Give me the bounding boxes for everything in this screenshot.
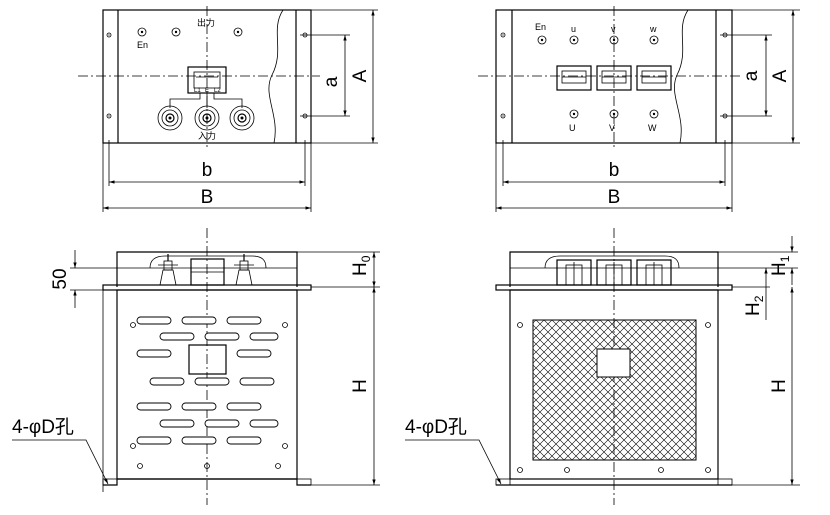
w-big-label: W bbox=[648, 123, 657, 133]
en-label: En bbox=[137, 40, 148, 50]
dim-H-label: H bbox=[350, 379, 371, 393]
nameplate bbox=[188, 344, 227, 375]
dim-A-label: A bbox=[770, 69, 791, 82]
v-small-label: v bbox=[611, 24, 616, 34]
svg-text:L1: L1 bbox=[194, 88, 201, 94]
output-terminals bbox=[537, 35, 659, 45]
input-label: 入力 bbox=[198, 130, 216, 141]
dim-H1-label: H1 bbox=[769, 255, 792, 276]
dim-B-label: B bbox=[201, 187, 214, 208]
terminal-block: L1 E L2 bbox=[187, 66, 227, 94]
nameplate bbox=[596, 348, 631, 378]
break-line bbox=[674, 9, 689, 144]
dim-b-label: b bbox=[202, 160, 213, 181]
main-body bbox=[509, 289, 719, 480]
left-front-view: 50 H0 H 4-φD孔 bbox=[12, 228, 380, 505]
input-terminals bbox=[569, 109, 659, 119]
hole-label: 4-φD孔 bbox=[12, 416, 74, 438]
u-small-label: u bbox=[571, 24, 576, 34]
top-cover bbox=[116, 251, 298, 287]
ventilation-slots bbox=[136, 316, 279, 445]
dim-A-label: A bbox=[350, 69, 371, 82]
en-label: En bbox=[535, 22, 546, 32]
input-terminals bbox=[157, 105, 255, 131]
w-small-label: w bbox=[649, 24, 657, 34]
dim-a-label: a bbox=[321, 76, 342, 87]
mesh-panel bbox=[532, 319, 697, 461]
svg-text:E: E bbox=[205, 88, 209, 94]
output-label: 出力 bbox=[197, 17, 215, 28]
left-top-view: 出力 En L1 E L2 入力 a A bbox=[78, 6, 378, 212]
u-big-label: U bbox=[569, 123, 576, 133]
top-cover bbox=[509, 251, 719, 287]
dim-H-label: H bbox=[769, 379, 790, 393]
right-top-view: En u v w U V W a A b bbox=[478, 6, 800, 212]
hole-leader bbox=[405, 439, 502, 485]
break-line bbox=[268, 9, 284, 144]
dim-B-label: B bbox=[608, 187, 621, 208]
hole-label: 4-φD孔 bbox=[405, 416, 467, 438]
svg-text:L2: L2 bbox=[214, 88, 221, 94]
output-terminals bbox=[137, 27, 243, 37]
dim-H0-label: H0 bbox=[350, 255, 373, 276]
dim-50-label: 50 bbox=[50, 268, 71, 289]
dim-b-label: b bbox=[609, 160, 620, 181]
terminal-blocks bbox=[556, 65, 672, 91]
dim-a-label: a bbox=[741, 70, 762, 81]
terminal-blocks bbox=[556, 259, 672, 286]
hole-leader bbox=[12, 439, 109, 485]
right-front-view: H1 H2 H 4-φD孔 bbox=[405, 228, 800, 505]
dim-H2-label: H2 bbox=[743, 295, 766, 316]
v-big-label: V bbox=[609, 123, 615, 133]
